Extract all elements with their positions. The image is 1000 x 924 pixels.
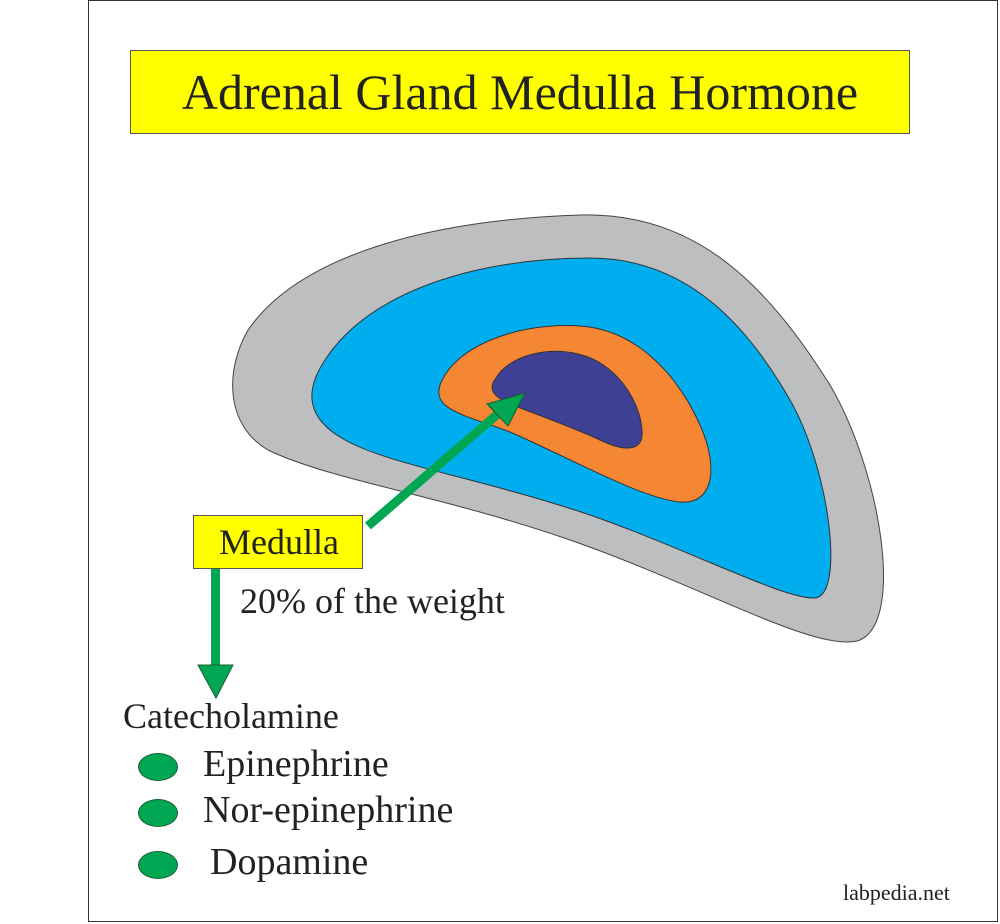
down-arrow: [197, 566, 234, 700]
bullet-dot-icon: [138, 753, 178, 781]
medulla-label-box: Medulla: [193, 515, 363, 569]
bullet-dot-icon: [138, 799, 178, 827]
page-title: Adrenal Gland Medulla Hormone: [181, 64, 859, 120]
product-heading: Catecholamine: [123, 696, 339, 736]
bullet-dot-icon: [138, 851, 178, 879]
pointer-arrow: [365, 392, 526, 530]
weight-note: 20% of the weight: [240, 581, 505, 621]
medulla-label: Medulla: [219, 522, 339, 562]
hormone-label: Epinephrine: [203, 743, 389, 785]
credit-text: labpedia.net: [843, 880, 950, 905]
hormone-label: Dopamine: [210, 841, 369, 883]
title-box: Adrenal Gland Medulla Hormone: [130, 50, 910, 134]
hormone-label: Nor-epinephrine: [203, 789, 454, 831]
